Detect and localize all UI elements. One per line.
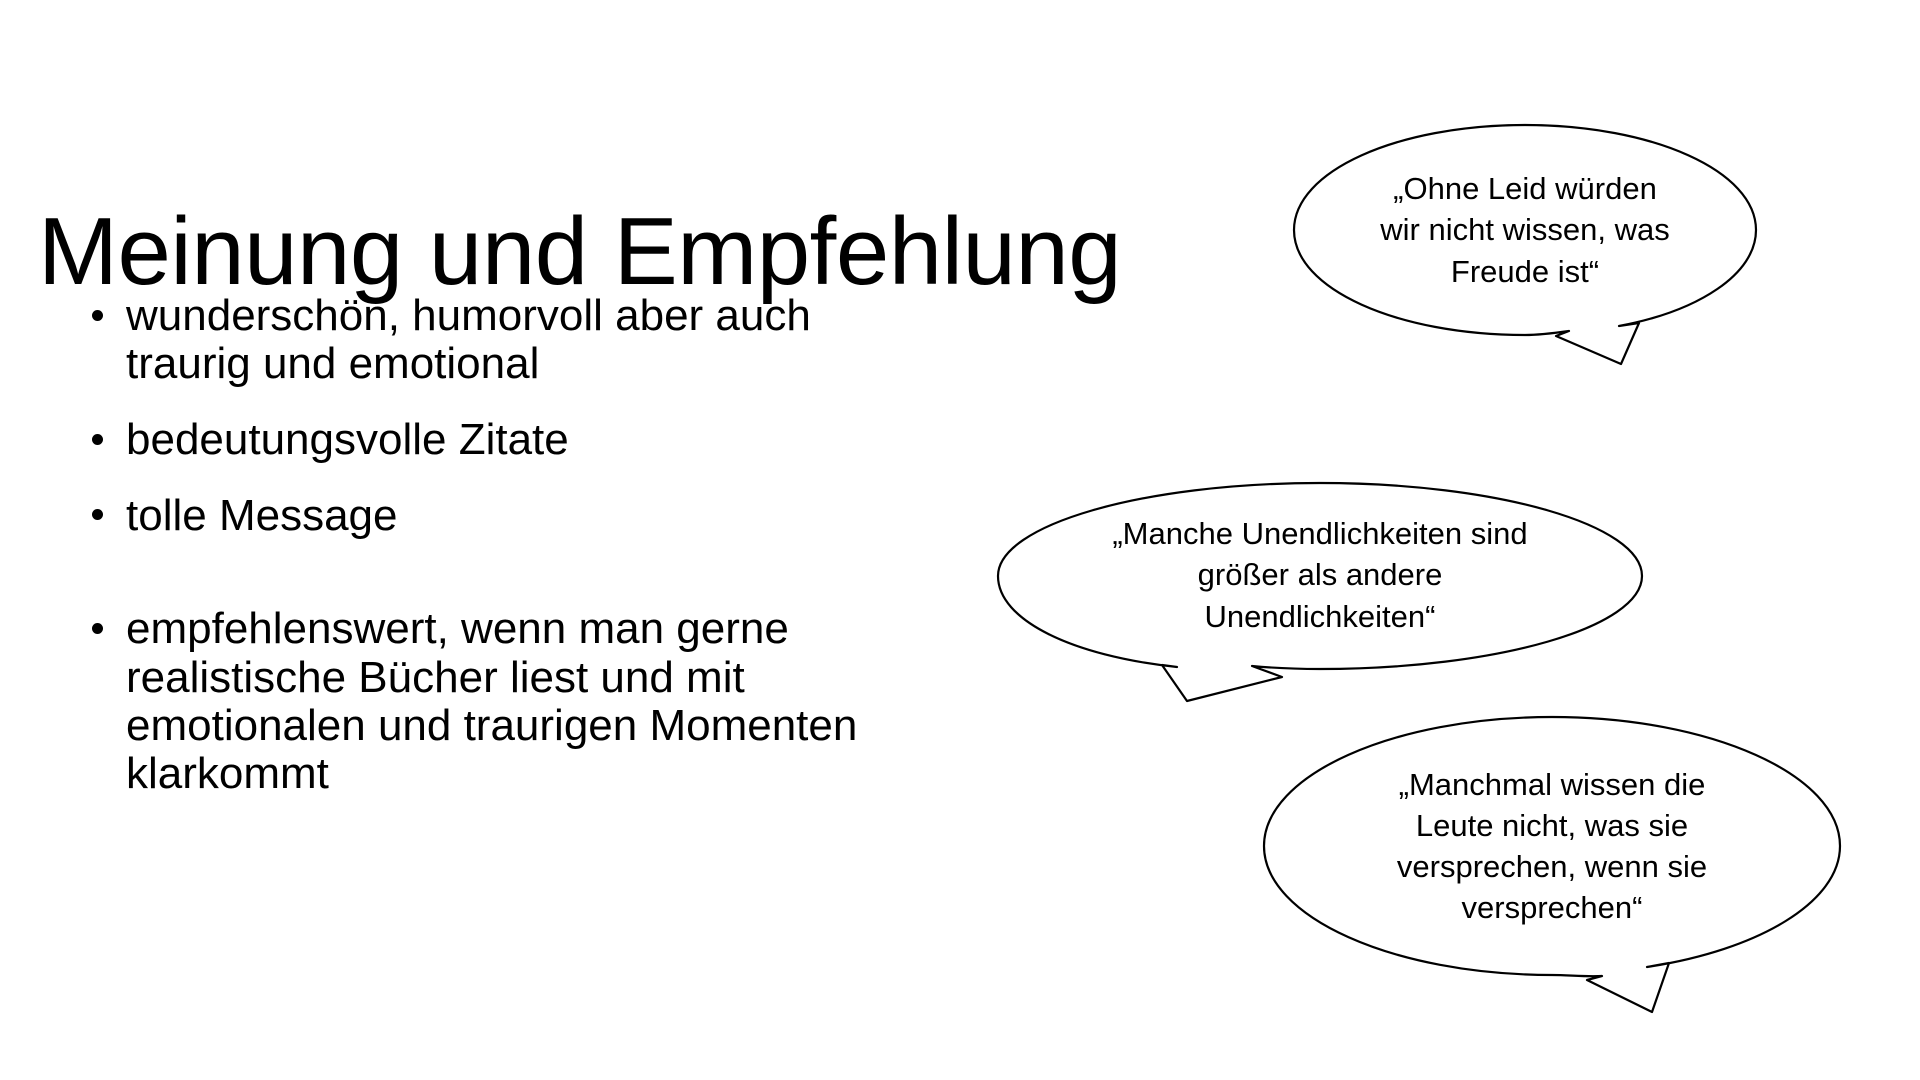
list-item-label: bedeutungsvolle Zitate <box>126 415 569 465</box>
bullet-dot-icon <box>92 509 103 521</box>
bullet-dot-icon <box>92 433 103 445</box>
speech-bubble-quote-3: „Manchmal wissen die Leute nicht, was si… <box>1262 715 1842 1036</box>
page-title: Meinung und Empfehlung <box>38 198 1122 306</box>
list-item: empfehlenswert, wenn man gerne realistis… <box>84 605 864 799</box>
list-item-label: tolle Message <box>126 490 398 540</box>
bullet-list: wunderschön, humorvoll aber auch traurig… <box>84 291 864 799</box>
list-item-label: wunderschön, humorvoll aber auch traurig… <box>126 291 811 389</box>
speech-bubble-quote-1: „Ohne Leid würden wir nicht wissen, was … <box>1292 123 1758 374</box>
speech-bubble-quote-2: „Manche Unendlichkeiten sind größer als … <box>996 481 1644 710</box>
list-item-label: empfehlenswert, wenn man gerne realistis… <box>126 604 858 799</box>
list-item: bedeutungsvolle Zitate <box>84 415 864 465</box>
speech-bubble-outline-icon <box>996 481 1644 703</box>
speech-bubble-outline-icon <box>1262 715 1842 1014</box>
list-item: tolle Message <box>84 490 864 540</box>
speech-bubble-outline-icon <box>1292 123 1758 366</box>
bullet-dot-icon <box>92 309 103 321</box>
list-item: wunderschön, humorvoll aber auch traurig… <box>84 291 864 389</box>
bullet-dot-icon <box>92 622 103 634</box>
